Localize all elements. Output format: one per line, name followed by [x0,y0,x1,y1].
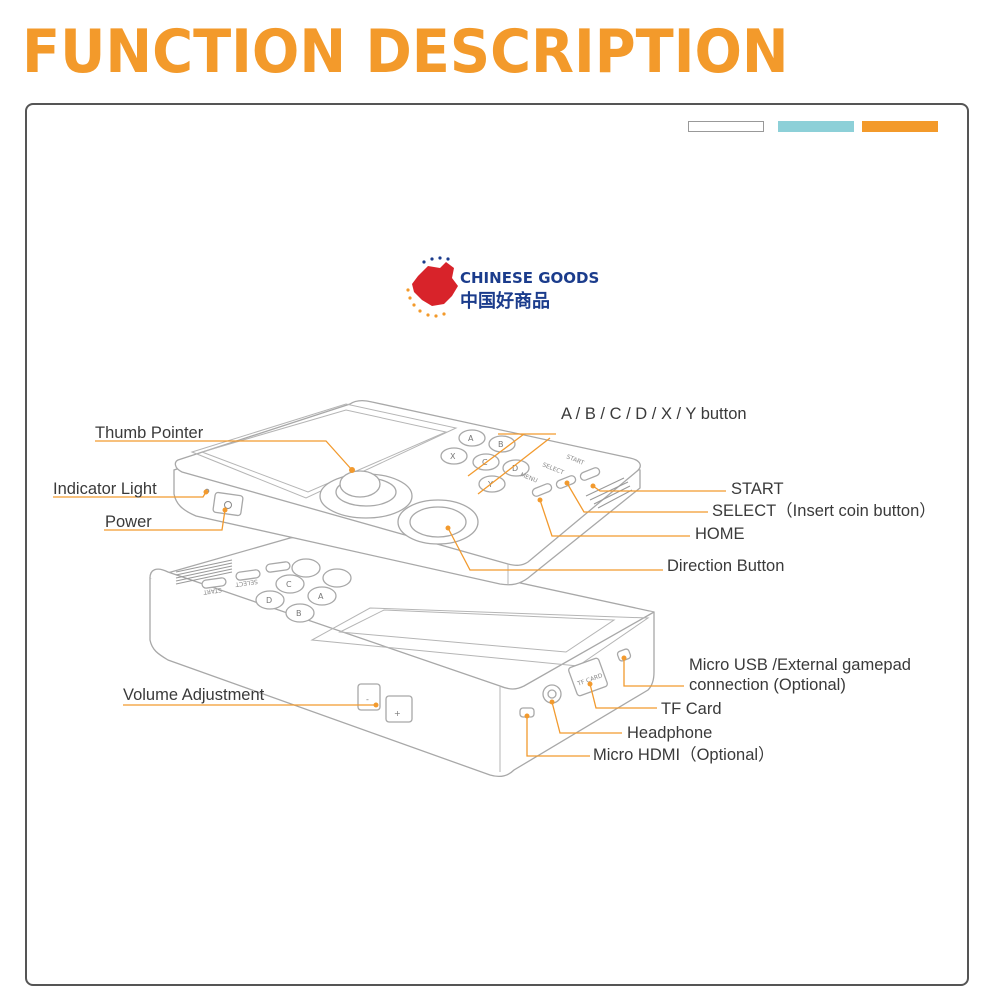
svg-text:+: + [394,709,401,718]
bottom-label-start: START [203,586,223,596]
logo-dots [406,288,446,318]
ports: TF CARD [519,648,632,718]
power-icon [224,501,232,509]
face-button-a: A [468,434,474,443]
label-indicator-light: Indicator Light [53,480,157,498]
swatch-white [688,121,764,132]
svg-text:B: B [296,609,302,618]
speaker-grill-bottom [175,559,233,585]
swatch-teal [778,121,854,132]
label-headphone: Headphone [627,724,712,742]
face-button-x: X [450,452,456,461]
logo-text-zh: 中国好商品 [460,290,550,312]
label-tf-card: TF Card [661,700,722,718]
label-micro-usb-1: Micro USB /External gamepad [689,656,911,674]
swatch-orange [862,121,938,132]
device-top: X A B C D Y MENU SELECT START [173,400,641,586]
label-home: HOME [695,525,745,543]
label-start: START [731,480,784,498]
bottom-face-buttons: C A D B [255,558,352,623]
face-button-d: D [512,464,518,473]
svg-text:A: A [318,592,324,601]
thumb-pointer [319,470,413,519]
label-thumb-pointer: Thumb Pointer [95,424,204,442]
callout-dots [203,467,627,719]
label-power: Power [105,513,152,531]
label-direction-button: Direction Button [667,557,784,575]
label-micro-usb-2: connection (Optional) [689,676,846,694]
direction-pad [397,499,479,545]
label-volume-adjustment: Volume Adjustment [123,686,265,704]
label-select: SELECT（Insert coin button） [712,501,936,520]
power-button [212,491,244,517]
brand-logo: CHINESE GOODS 中国好商品 [406,256,599,318]
top-face-buttons: X A B C D Y [440,429,530,493]
device-bottom: START SELECT C A D B - + TF CA [149,536,655,777]
logo-text-en: CHINESE GOODS [460,269,599,287]
logo-dots-blue [422,256,450,264]
label-micro-hdmi: Micro HDMI（Optional） [593,745,775,764]
page-title: FUNCTION DESCRIPTION [22,17,789,87]
content-frame [25,103,969,986]
china-map-icon [412,262,458,306]
label-abcdxy: A / B / C / D / X / Y button [561,405,747,423]
face-button-b: B [498,440,504,449]
svg-text:D: D [266,596,272,605]
svg-text:-: - [366,695,369,704]
callout-labels: A / B / C / D / X / Y button Thumb Point… [53,405,936,764]
svg-text:C: C [286,580,292,589]
bottom-label-select: SELECT [235,578,259,588]
